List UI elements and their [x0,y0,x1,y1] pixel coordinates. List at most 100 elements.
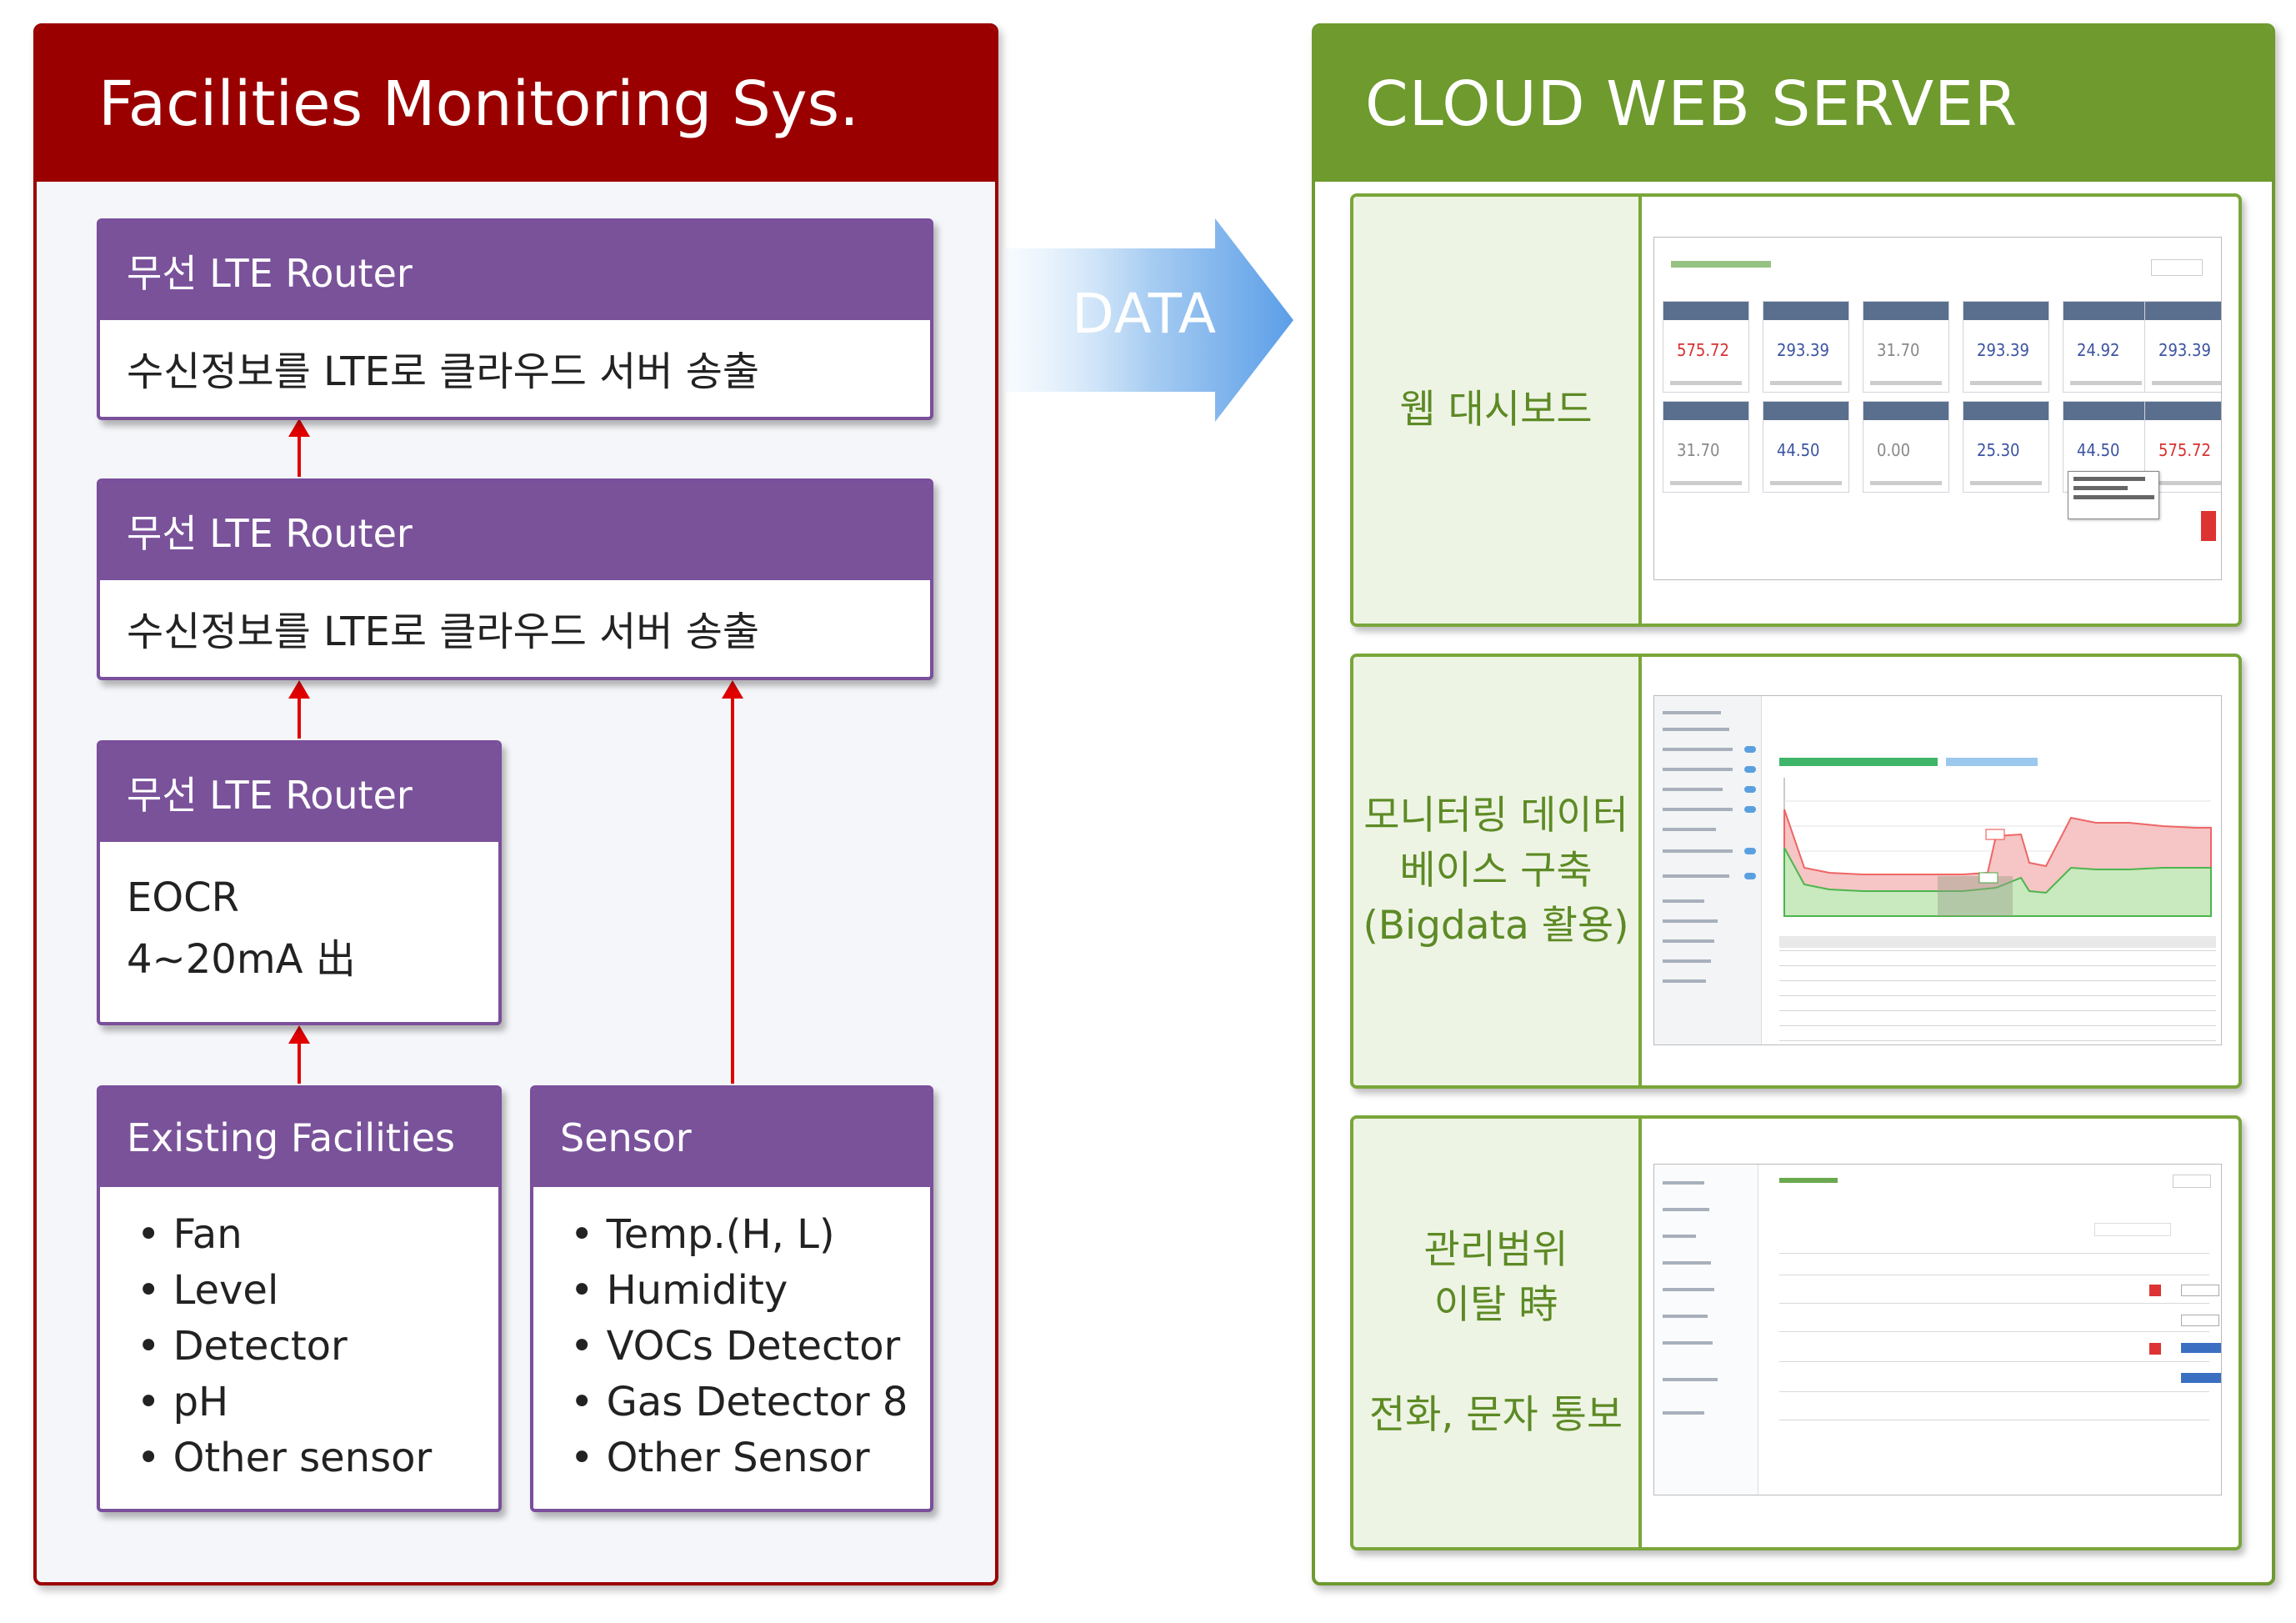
dashboard-tile: 44.50 [1763,401,1849,493]
sensor-item: Other Sensor [570,1430,930,1486]
row-label-line: 전화, 문자 통보 [1368,1392,1623,1438]
alarm-sidebar [1654,1165,1758,1495]
row-label-line: (Bigdata 활용) [1363,903,1629,949]
graph-tab [1779,758,1938,766]
dashboard-side-button [2201,511,2216,541]
facility-item: Detector [137,1319,498,1375]
alarm-notification-label: 관리범위 이탈 時 전화, 문자 통보 [1353,1119,1642,1547]
alarm-cell [2181,1315,2219,1326]
alarm-status-red [2149,1343,2161,1355]
chart-series-green-area [1783,847,2212,917]
lte-router-box-mid: 무선 LTE Router 수신정보를 LTE로 클라우드 서버 송출 [97,478,933,680]
tile-value: 575.72 [2158,440,2211,460]
dashboard-tile: 575.72 [2144,401,2221,493]
tile-value: 44.50 [1777,440,1820,460]
monitoring-database-row: 모니터링 데이터 베이스 구축 (Bigdata 활용) [1350,654,2242,1089]
dashboard-tile: 24.92 [2063,301,2149,393]
data-arrow-icon [1005,218,1293,422]
dashboard-screenshot: 575.72 293.39 31.70 293.39 24.92 293.39 … [1653,237,2222,580]
data-arrow-shape [1005,218,1293,422]
connector-sensor-to-mid [731,695,734,1084]
connector-arrowhead [288,1025,310,1044]
tile-value: 24.92 [2077,340,2120,360]
dashboard-tile: 293.39 [1763,301,1849,393]
connector-arrowhead [722,680,743,699]
alarm-cell-blue [2181,1373,2221,1383]
existing-facilities-header: Existing Facilities [100,1089,498,1187]
table-tab [1946,758,2038,766]
data-arrow-label: DATA [1072,282,1218,346]
connector-arrowhead [288,418,310,437]
sensor-item: Humidity [570,1263,930,1319]
alarm-notification-row: 관리범위 이탈 時 전화, 문자 통보 [1350,1115,2242,1550]
monitoring-screenshot [1653,695,2222,1045]
sensor-item: Gas Detector 8 [570,1375,930,1430]
dashboard-tile: 25.30 [1963,401,2049,493]
alarm-cell-blue [2181,1343,2221,1353]
dashboard-tile: 31.70 [1863,301,1949,393]
connector-small-to-mid [298,695,301,739]
chart-marker-label [1985,829,2005,840]
row-label-line: 관리범위 [1423,1227,1568,1273]
monitoring-database-label: 모니터링 데이터 베이스 구축 (Bigdata 활용) [1353,657,1642,1085]
row-label-line: 베이스 구축 [1399,848,1593,894]
chart-marker-label [1978,872,1998,884]
sensor-header: Sensor [533,1089,930,1187]
tile-value: 575.72 [1677,340,1729,360]
tile-value: 293.39 [2158,340,2211,360]
tile-value: 25.30 [1977,440,2020,460]
row-label-line: 이탈 時 [1433,1282,1558,1328]
row-label-line [1369,1333,1623,1388]
lte-router-header: 무선 LTE Router [100,222,930,320]
lte-router-box-eocr: 무선 LTE Router EOCR 4~20mA 出 [97,740,502,1025]
facility-item: Other sensor [137,1430,498,1486]
sensor-box: Sensor Temp.(H, L) Humidity VOCs Detecto… [530,1085,933,1512]
alarm-screenshot [1653,1164,2222,1495]
monitoring-chart-icon [1783,778,2212,917]
existing-facilities-box: Existing Facilities Fan Level Detector p… [97,1085,502,1512]
eocr-line: EOCR [127,874,239,921]
sensor-item: Temp.(H, L) [570,1207,930,1263]
eocr-details: EOCR 4~20mA 出 [100,842,498,990]
cloud-web-server-panel: CLOUD WEB SERVER 웹 대시보드 575.72 293.39 31… [1312,23,2275,1585]
monitoring-data-table [1779,936,2216,1044]
facility-item: Level [137,1263,498,1319]
alarm-search-input [2094,1223,2171,1236]
lte-router-header: 무선 LTE Router [100,744,498,842]
tile-value: 293.39 [1977,340,2029,360]
alarm-table [1779,1253,2221,1420]
dashboard-tile: 31.70 [1663,401,1749,493]
lte-router-description: 수신정보를 LTE로 클라우드 서버 송출 [127,348,760,395]
connector-mid-to-top [298,433,301,477]
tile-value: 31.70 [1877,340,1920,360]
dashboard-title-bar [1671,261,1771,268]
connector-existing-to-small [298,1040,301,1084]
sensor-item: VOCs Detector [570,1319,930,1375]
alarm-cell [2181,1285,2219,1296]
connector-arrowhead [288,680,310,699]
alarm-add-button [2173,1175,2211,1188]
tile-value: 31.70 [1677,440,1720,460]
sensor-list: Temp.(H, L) Humidity VOCs Detector Gas D… [533,1187,930,1486]
lte-router-box-top: 무선 LTE Router 수신정보를 LTE로 클라우드 서버 송출 [97,218,933,420]
alarm-title-bar [1779,1178,1838,1183]
tile-value: 0.00 [1877,440,1911,460]
lte-router-header: 무선 LTE Router [100,482,930,580]
monitoring-sidebar [1654,696,1762,1044]
row-label-line: 모니터링 데이터 [1363,793,1628,839]
facility-item: Fan [137,1207,498,1263]
dashboard-tile: 293.39 [2144,301,2221,393]
existing-facilities-list: Fan Level Detector pH Other sensor [100,1187,498,1486]
dashboard-toolbar-button [2151,259,2203,276]
row-label-line: 웹 대시보드 [1399,387,1593,433]
cloud-panel-title: CLOUD WEB SERVER [1315,27,2272,182]
facilities-panel-title: Facilities Monitoring Sys. [37,27,995,182]
web-dashboard-label: 웹 대시보드 [1353,197,1642,624]
web-dashboard-row: 웹 대시보드 575.72 293.39 31.70 293.39 24.92 … [1350,193,2242,627]
chart-highlight [1938,876,2013,916]
dashboard-tooltip [2068,471,2159,519]
dashboard-tile: 575.72 [1663,301,1749,393]
tile-value: 44.50 [2077,440,2120,460]
eocr-line: 4~20mA 出 [127,936,356,983]
dashboard-tile: 0.00 [1863,401,1949,493]
